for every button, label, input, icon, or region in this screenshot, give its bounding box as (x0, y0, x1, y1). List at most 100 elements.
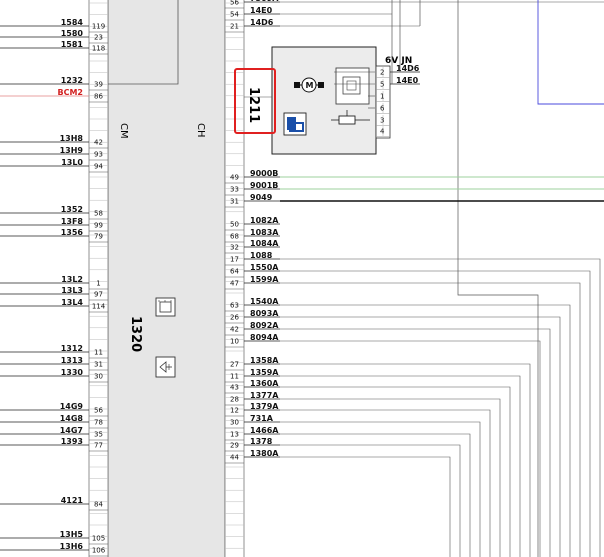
left-pin-number: 105 (92, 535, 105, 543)
stair-route (280, 340, 541, 557)
left-pin-number: 58 (94, 210, 103, 218)
right-wire-label: 1378 (250, 437, 273, 446)
right-pin-number: 49 (230, 174, 239, 182)
left-wire-label: 13H8 (60, 134, 84, 143)
stair-route (280, 444, 461, 557)
left-pin-number: 106 (92, 547, 106, 555)
component-pin-number: 2 (380, 69, 384, 77)
right-wire-label: 9001B (250, 181, 278, 190)
right-pin-number: 17 (230, 256, 239, 264)
right-pin-number: 68 (230, 233, 239, 241)
right-pin-number: 42 (230, 326, 239, 334)
left-wire-label: 14G8 (60, 414, 84, 423)
right-pin-number: 43 (230, 384, 239, 392)
left-pin-number: 31 (94, 361, 103, 369)
left-wire-label: 1581 (61, 40, 84, 49)
stair-route (280, 258, 601, 557)
left-pin-number: 93 (94, 151, 103, 159)
left-pin-number: 30 (94, 373, 103, 381)
motor-icon: M (294, 77, 324, 93)
left-wire-label: 13H6 (60, 542, 84, 551)
left-wire-label: 14G7 (60, 426, 83, 435)
left-wire-label: 13H5 (60, 530, 84, 539)
left-pin-number: 84 (94, 501, 103, 509)
left-wire-label: 13L4 (61, 298, 83, 307)
right-wire-label: 731A (250, 414, 274, 423)
wire-1232-route (108, 0, 179, 85)
right-wire-label: 1084A (250, 239, 279, 248)
right-pin-number: 44 (230, 454, 239, 462)
left-pin-number: 114 (92, 303, 106, 311)
blue-module-icon (283, 112, 307, 136)
right-pin-column (224, 0, 245, 557)
right-wire-label: 8094A (250, 333, 279, 342)
left-wire-label: 1580 (61, 29, 84, 38)
component-1211-name: 6V JN (385, 56, 412, 66)
right-pin-number: 33 (230, 186, 239, 194)
left-pin-number: 97 (94, 291, 103, 299)
module-1320-id: 1320 (128, 316, 143, 352)
stair-route (280, 433, 471, 557)
left-pin-number: 11 (94, 349, 103, 357)
right-pin-number: 21 (230, 23, 239, 31)
component-pin-number: 4 (380, 128, 385, 136)
left-wire-label: 1356 (61, 228, 84, 237)
route-line (457, 0, 539, 557)
right-wire-label: 1540A (250, 297, 279, 306)
left-wire-label: 13L3 (61, 286, 83, 295)
left-wire-label: 13H9 (60, 146, 84, 155)
left-pin-number: 42 (94, 139, 103, 147)
left-pin-cells (89, 2, 108, 549)
left-pin-number: 78 (94, 419, 103, 427)
left-wire-label: BCM2 (58, 88, 84, 97)
left-pin-number: 1 (96, 280, 100, 288)
module-1320-body (107, 0, 226, 557)
right-wire-label: 1358A (250, 356, 279, 365)
left-pin-number: 94 (94, 163, 103, 171)
component-pin-column (375, 65, 391, 139)
right-pin-number: 56 (230, 0, 239, 7)
blue-wire (537, 0, 604, 105)
left-pin-column (88, 0, 109, 557)
left-wire-label: 1312 (61, 344, 83, 353)
right-pin-number: 11 (230, 373, 239, 381)
stair-route (280, 363, 531, 557)
stair-route (280, 456, 451, 557)
right-wire-label: 1088 (250, 251, 273, 260)
stair-route (280, 270, 591, 557)
svg-text:M: M (306, 81, 314, 90)
stair-route (280, 386, 511, 557)
right-wire-label: 1360A (250, 379, 279, 388)
left-pin-number: 35 (94, 431, 103, 439)
right-pin-number: 27 (230, 361, 239, 369)
right-wire-label: 9049 (250, 193, 273, 202)
left-wire-label: 1393 (61, 437, 83, 446)
right-pin-number: 10 (230, 338, 239, 346)
right-wire-label: 1466A (250, 426, 279, 435)
left-pin-number: 99 (94, 222, 103, 230)
right-wire-label: 1083A (250, 228, 279, 237)
module-label-cm: CM (118, 123, 129, 139)
right-pin-number: 47 (230, 280, 239, 288)
right-wire-label: 1377A (250, 391, 279, 400)
right-pin-number: 32 (230, 244, 239, 252)
stair-route (280, 409, 491, 557)
right-wire-label: 1380A (250, 449, 279, 458)
component-output-label: 14D6 (396, 64, 420, 73)
right-pin-number: 31 (230, 198, 239, 206)
right-pin-number: 54 (230, 11, 239, 19)
left-wire-label: 1313 (61, 356, 83, 365)
component-pin-number: 3 (380, 117, 384, 125)
left-wire-label: 1352 (61, 205, 83, 214)
right-wire-label: 14E0 (250, 6, 273, 15)
stair-route (280, 282, 581, 557)
component-1211-id: 1211 (246, 87, 261, 123)
component-pin-number: 6 (380, 105, 385, 113)
left-wire-label: 13L2 (61, 275, 83, 284)
highlight-box (234, 68, 276, 134)
left-pin-number: 118 (92, 45, 105, 53)
